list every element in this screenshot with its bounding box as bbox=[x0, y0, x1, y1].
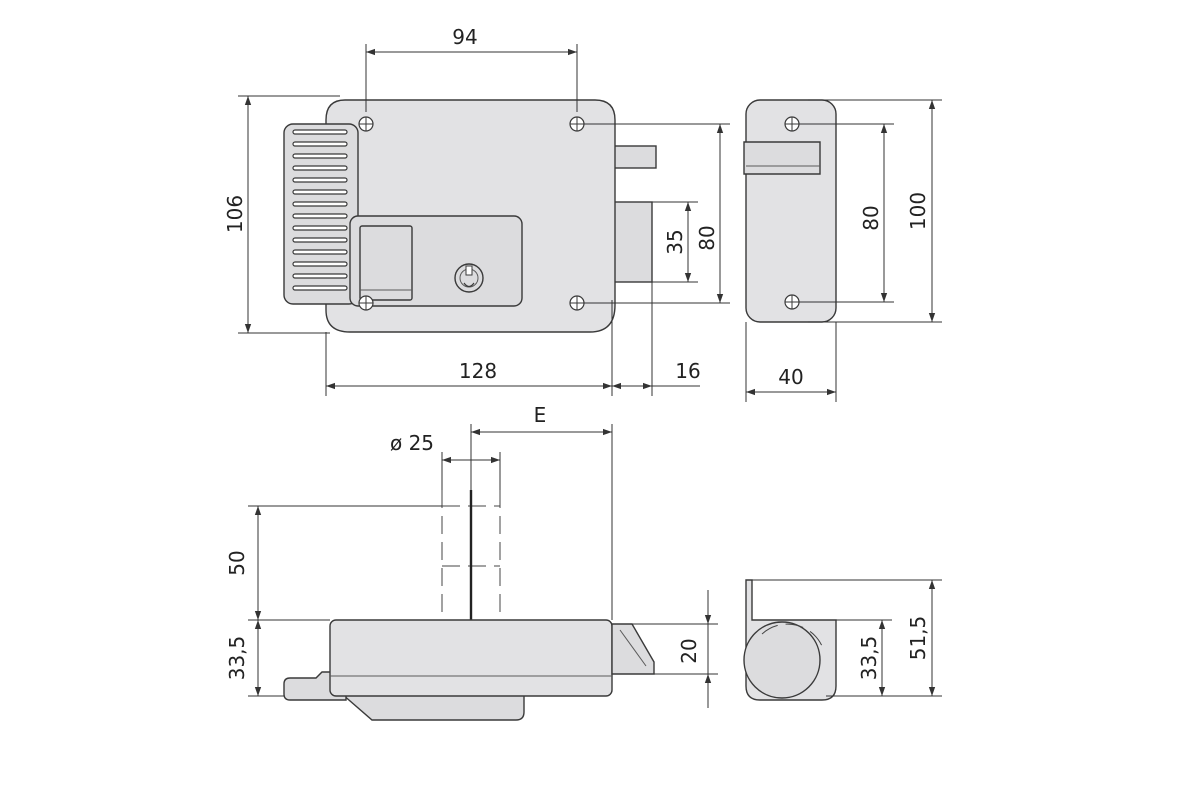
dim-label-E: E bbox=[534, 403, 547, 427]
dim-hole-spacing-80: 80 bbox=[584, 123, 730, 304]
dim-side-depth-40: 40 bbox=[745, 322, 837, 402]
bolt-top-view bbox=[611, 623, 655, 675]
front-view: 94 106 128 16 35 bbox=[223, 25, 730, 396]
dim-label-diameter-25: ø 25 bbox=[390, 431, 434, 455]
dim-bolt-projection-16: 16 bbox=[612, 359, 701, 390]
dim-lock-depth-33-5: 33,5 bbox=[225, 620, 284, 697]
dim-label-128: 128 bbox=[459, 359, 497, 383]
dim-label-16: 16 bbox=[675, 359, 700, 383]
side-plate bbox=[745, 99, 837, 323]
cylinder-section-circle bbox=[743, 621, 821, 699]
dead-bolt bbox=[611, 201, 653, 283]
latch-bolt bbox=[611, 145, 657, 169]
side-bolt-bracket bbox=[743, 141, 821, 175]
mounting-holes-front bbox=[358, 116, 585, 311]
dim-side-lock-depth-33-5: 33,5 bbox=[826, 619, 942, 697]
dim-side-height-100: 100 bbox=[808, 99, 942, 323]
dim-hole-spacing-94: 94 bbox=[365, 25, 578, 112]
dim-label-40: 40 bbox=[778, 365, 803, 389]
dim-backset-E: E bbox=[470, 403, 613, 620]
dim-cylinder-length-50: 50 bbox=[225, 505, 442, 621]
dim-label-33-5: 33,5 bbox=[225, 636, 249, 681]
grip-slots bbox=[292, 129, 348, 291]
dim-label-100: 100 bbox=[906, 192, 930, 230]
dim-bolt-height-35: 35 bbox=[652, 201, 698, 283]
dim-bolt-thickness-20: 20 bbox=[630, 590, 718, 708]
dim-label-20: 20 bbox=[677, 638, 701, 663]
dim-body-width-128: 128 bbox=[325, 282, 653, 396]
lower-housing bbox=[340, 693, 525, 721]
dim-label-80-side: 80 bbox=[859, 205, 883, 230]
dim-side-total-depth-51-5: 51,5 bbox=[752, 579, 942, 696]
dim-label-94: 94 bbox=[452, 25, 477, 49]
dim-label-80-front: 80 bbox=[695, 225, 719, 250]
dim-cylinder-diameter-25: ø 25 bbox=[390, 431, 501, 490]
dim-label-33-5-side: 33,5 bbox=[857, 636, 881, 681]
side-view: 80 100 40 bbox=[743, 99, 942, 402]
dim-side-hole-spacing-80: 80 bbox=[799, 123, 894, 303]
dim-overall-height-106: 106 bbox=[223, 95, 340, 334]
push-button bbox=[359, 225, 413, 301]
dim-label-51-5: 51,5 bbox=[906, 616, 930, 661]
bottom-side-view: 33,5 51,5 bbox=[743, 579, 942, 701]
key-cylinder-icon bbox=[454, 263, 484, 293]
dim-label-50: 50 bbox=[225, 550, 249, 575]
dim-label-35: 35 bbox=[663, 229, 687, 254]
dim-label-106: 106 bbox=[223, 195, 247, 233]
lock-body-top bbox=[329, 619, 613, 697]
top-view: E ø 25 50 33,5 20 bbox=[225, 403, 718, 721]
